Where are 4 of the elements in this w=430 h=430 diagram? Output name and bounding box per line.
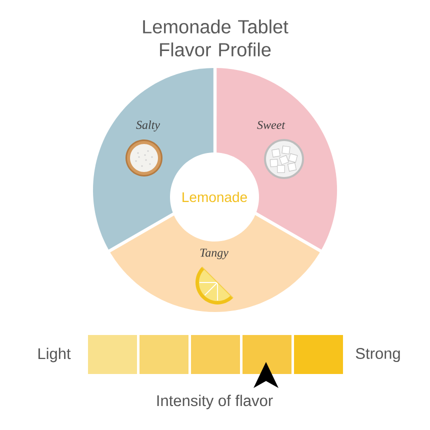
scale-end-label: Strong xyxy=(356,348,400,362)
scale-end-label: Light xyxy=(38,348,71,362)
title: Lemonade Tablet Flavor Profile xyxy=(143,20,288,56)
scale-caption: Intensity of flavor xyxy=(157,394,273,410)
